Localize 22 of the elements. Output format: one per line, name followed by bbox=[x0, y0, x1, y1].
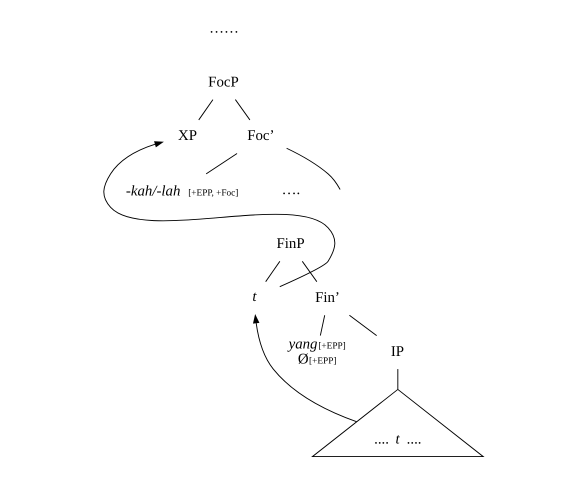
node-text: IP bbox=[390, 344, 404, 360]
connector bbox=[234, 99, 250, 120]
connector bbox=[348, 314, 378, 336]
node-text: FinP bbox=[276, 236, 305, 252]
connector bbox=[397, 368, 398, 390]
node-text: XP bbox=[178, 128, 197, 144]
arrow bbox=[252, 314, 357, 422]
label: …… bbox=[209, 20, 239, 36]
node-text: -kah/-lah [+EPP, +Foc] bbox=[126, 183, 238, 200]
arrow bbox=[103, 141, 336, 288]
connector bbox=[320, 314, 326, 336]
node-text: Fin’ bbox=[315, 290, 340, 306]
connector bbox=[206, 153, 238, 174]
node-text: FocP bbox=[208, 74, 239, 90]
connector bbox=[198, 99, 214, 120]
connector bbox=[265, 260, 280, 282]
connector bbox=[286, 148, 341, 190]
node-text: t bbox=[252, 289, 256, 306]
node-text: Foc’ bbox=[247, 128, 274, 144]
label: …. bbox=[282, 182, 300, 198]
connector bbox=[302, 260, 318, 282]
node-text: yang[+EPP] Ø[+EPP] bbox=[288, 336, 346, 368]
